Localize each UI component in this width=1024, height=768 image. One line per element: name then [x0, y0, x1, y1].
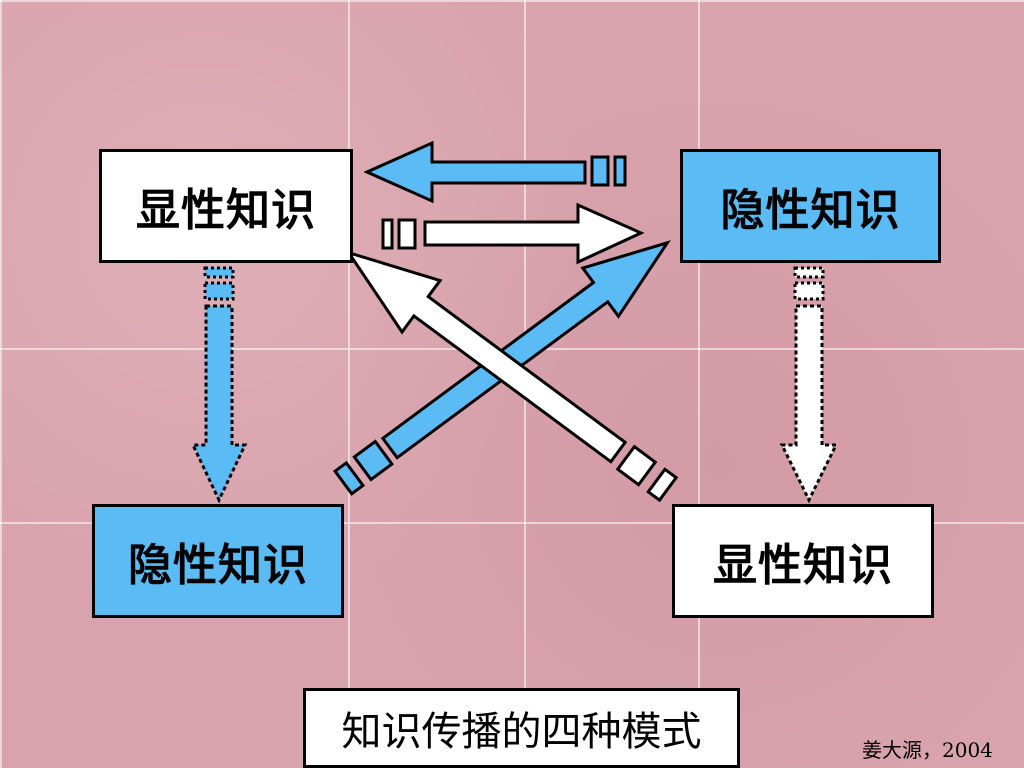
- arrow-top-left-to-right: [381, 202, 645, 265]
- arrow-diagonal-up-right: [332, 240, 671, 496]
- arrow-top-right-to-left: [363, 140, 627, 204]
- box-label: 显性知识: [136, 185, 316, 236]
- caption-box: 知识传播的四种模式: [303, 688, 740, 768]
- grid-line: [348, 0, 350, 768]
- grid-line: [698, 0, 700, 768]
- credit-text: 姜大源，2004: [862, 738, 993, 762]
- box-label: 隐性知识: [720, 185, 901, 236]
- arrow-left-down: [190, 266, 248, 504]
- box-tacit-knowledge-top-right: 隐性知识: [680, 149, 941, 263]
- caption-text: 知识传播的四种模式: [341, 709, 702, 755]
- arrow-right-down: [779, 266, 839, 504]
- box-tacit-knowledge-bottom-left: 隐性知识: [92, 504, 344, 618]
- box-label: 隐性知识: [128, 540, 308, 591]
- box-label: 显性知识: [713, 540, 893, 591]
- grid-line: [0, 522, 1024, 524]
- arrow-diagonal-up-left: [345, 250, 679, 503]
- box-explicit-knowledge-bottom-right: 显性知识: [672, 504, 934, 618]
- box-explicit-knowledge-top-left: 显性知识: [99, 149, 353, 263]
